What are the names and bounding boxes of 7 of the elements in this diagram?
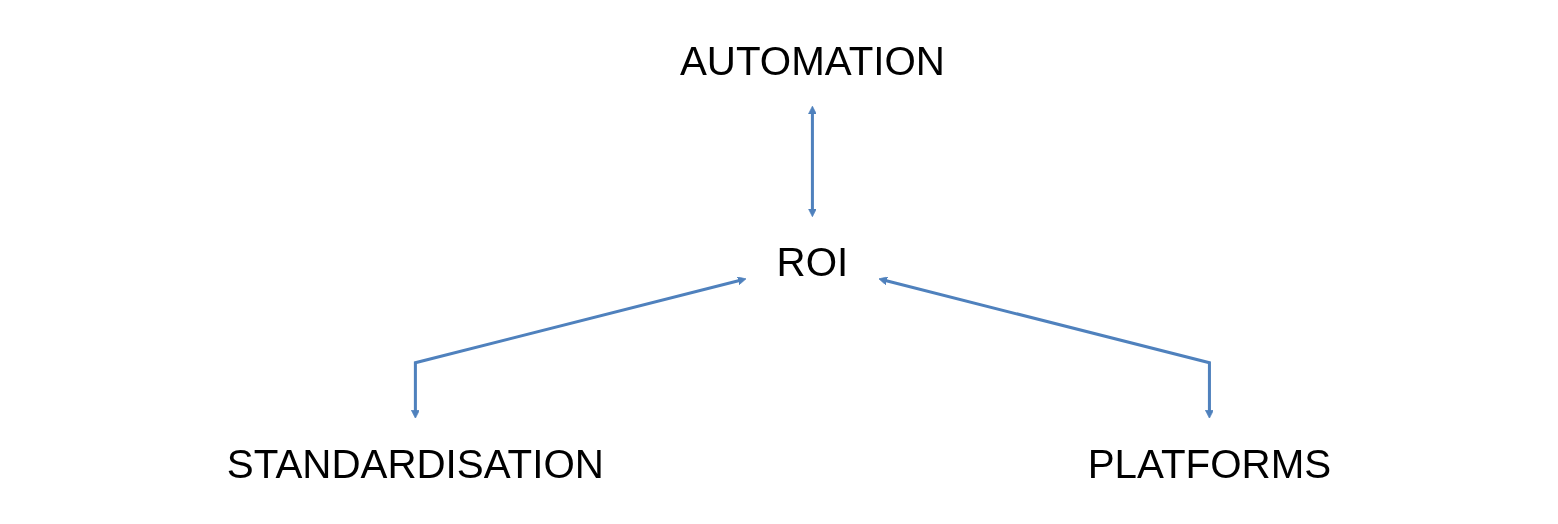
node-text: STANDARDISATION [226,441,604,486]
node-text: AUTOMATION [679,38,945,83]
node-text: ROI [776,239,849,285]
arrow [878,276,1214,419]
arrow [410,276,747,419]
node-text: PLATFORMS [1087,441,1332,486]
arrow [808,105,817,218]
